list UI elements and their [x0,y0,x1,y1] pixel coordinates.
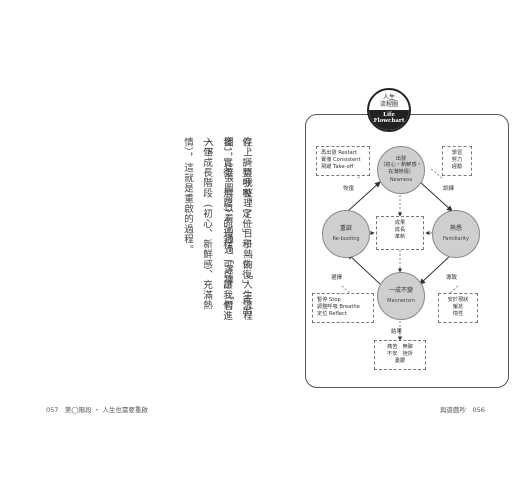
box-stop-line: 定位 Reflect [317,311,347,317]
right-page: 與遊戲吵 056 [260,0,520,500]
node-mannerism-en: Mannerism [387,297,415,304]
body-column-2: 停、調整呼吸、定位」和「恢復」（再出發、實徹、飛躍）的過程，可以讓我們進入下 [202,137,251,321]
node-rebooting-zh: 重啟 [339,225,352,233]
node-newness: 出發 （初心・新鮮感・ 充滿熱情） Newness [377,146,425,194]
right-footer: 與遊戲吵 056 [440,406,485,414]
left-page: 在上一頁我整理了一日子熱的「人生流程圖」，這張圖可以看出通過「選擇」「暫 停、調… [46,137,252,414]
body-column-3: 一個成長階段（初心、新鮮感、充滿熱情），這就是重啟的過程。 [182,137,212,311]
left-footer: 057 第◯階段 ・ 人生也需要重啟 [46,406,148,414]
box-pain-line: 憂鬱 [394,358,406,364]
chart-title-badge: 人生 流程圖 Life Flowchart [367,88,411,132]
edge-label-lead: 導致 [446,275,458,281]
edge-label-recover: 恢復 [343,186,355,192]
box-complacency-line: 懈怠 [452,304,464,310]
box-stop: 暫停 Stop 調整呼吸 Breathe 定位 Reflect [312,293,374,323]
box-restart-line: 實徹 Consistent [321,157,361,163]
chart-title-en: Life Flowchart [369,110,409,130]
edge-label-choose: 選擇 [331,275,343,281]
box-results: 成果 成長 革新 [376,216,424,250]
node-familiarity-zh: 熟悉 [449,225,462,233]
node-rebooting-en: Re-booting [332,235,360,242]
node-familiarity-en: Familiarity [443,235,469,242]
box-pain-line: 不安 挫折 [387,351,413,357]
box-restart: 再出發 Restart 實徹 Consistent 飛躍 Take-off [316,146,370,176]
box-complacency: 安於現狀 懈怠 惰性 [438,293,478,323]
box-stop-line: 暫停 Stop [317,297,341,303]
box-restart-line: 飛躍 Take-off [321,164,354,170]
node-mannerism-zh: 一成不變 [388,287,413,295]
body-column-1: 在上一頁我整理了一日子熱的「人生流程圖」，這張圖可以看出通過「選擇」「暫 [222,137,252,321]
node-newness-en: Newness [389,177,413,184]
box-pain: 痛苦 無聊 不安 挫折 憂鬱 [374,340,426,370]
box-results-line: 革新 [394,234,406,240]
box-complacency-line: 惰性 [452,311,464,317]
box-pain-line: 痛苦 無聊 [387,344,413,350]
node-newness-zh: 出發 （初心・新鮮感・ 充滿熱情） [380,155,422,175]
box-stop-line: 調整呼吸 Breathe [317,304,360,310]
edge-label-train: 訓練 [443,186,455,192]
edge-label-result: 結果 [391,329,403,335]
box-learning: 學習 努力 經驗 [442,146,472,176]
node-familiarity: 熟悉 Familiarity [432,210,480,258]
chart-title-zh: 人生 流程圖 [379,94,398,108]
box-restart-line: 再出發 Restart [321,150,357,156]
box-complacency-line: 安於現狀 [447,297,469,303]
box-results-line: 成果 [394,220,406,226]
node-mannerism: 一成不變 Mannerism [377,272,425,320]
box-learning-line: 努力 [451,157,463,163]
box-results-line: 成長 [394,227,406,233]
box-learning-line: 經驗 [451,164,463,170]
node-rebooting: 重啟 Re-booting [322,210,370,258]
box-learning-line: 學習 [451,150,463,156]
